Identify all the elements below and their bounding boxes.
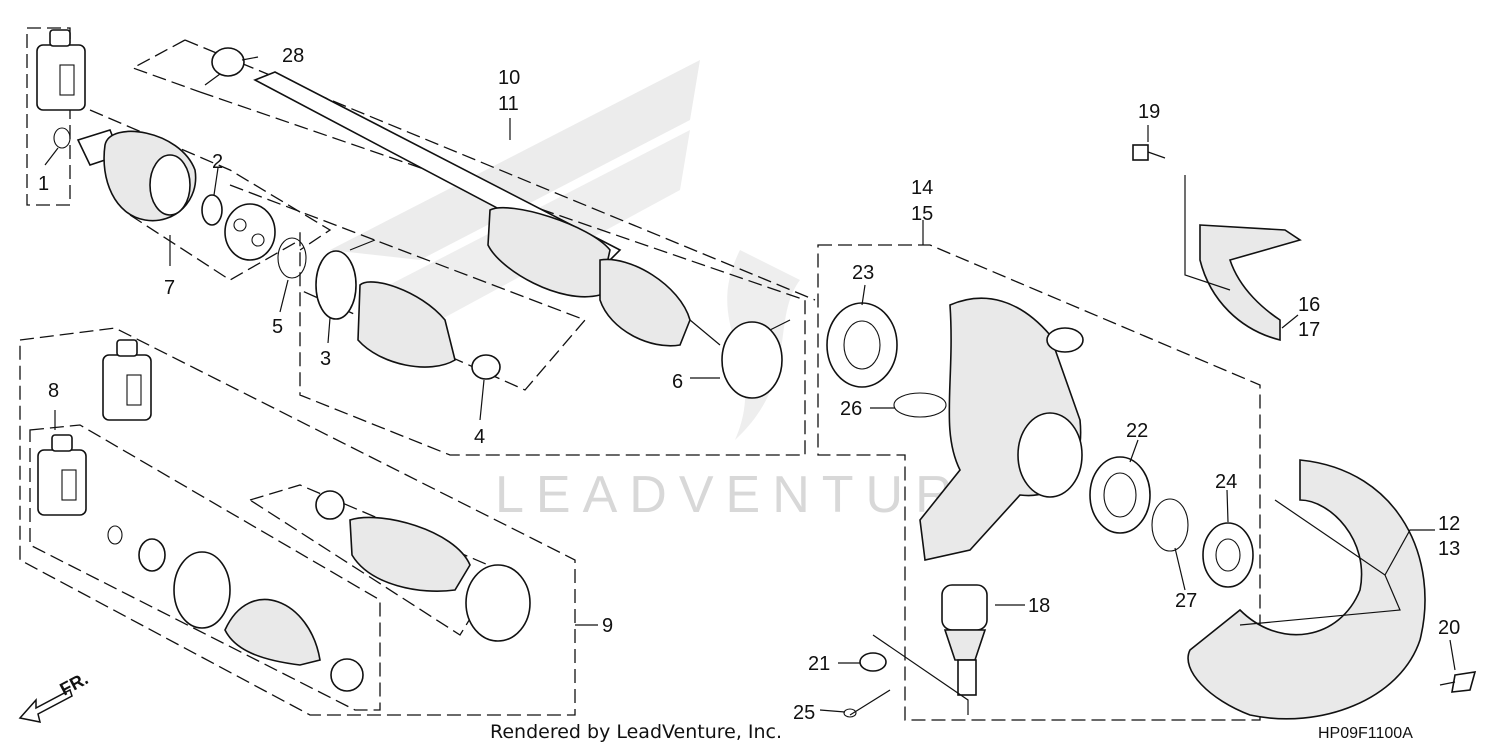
part-oil-bottle-low — [37, 434, 87, 516]
callout-13: 13 — [1438, 538, 1460, 560]
part-clip-27 — [1151, 498, 1189, 552]
leader-lines — [44, 56, 1456, 715]
part-band-4 — [471, 354, 501, 380]
part-shaft-10 — [253, 71, 721, 347]
part-band-6 — [721, 319, 791, 399]
callout-26: 26 — [840, 398, 862, 420]
part-disc-cover-12 — [1187, 459, 1426, 720]
callout-5: 5 — [272, 316, 283, 338]
part-clip-28 — [204, 47, 245, 86]
callout-7: 7 — [164, 277, 175, 299]
part-oil-bottle-mid — [102, 339, 152, 421]
callout-27: 27 — [1175, 590, 1197, 612]
callout-12: 12 — [1438, 513, 1460, 535]
callout-17: 17 — [1298, 319, 1320, 341]
rendered-by-credit: Rendered by LeadVenture, Inc. — [490, 721, 782, 743]
callout-10: 10 — [498, 67, 520, 89]
callout-21: 21 — [808, 653, 830, 675]
callout-6: 6 — [672, 371, 683, 393]
part-clip-26 — [893, 392, 947, 418]
part-kit-lower — [107, 490, 531, 692]
callout-9: 9 — [602, 615, 613, 637]
callout-15: 15 — [911, 203, 933, 225]
callout-23: 23 — [852, 262, 874, 284]
callout-2: 2 — [212, 151, 223, 173]
callout-22: 22 — [1126, 420, 1148, 442]
part-bolt-20 — [1439, 671, 1477, 693]
part-bearing-23 — [826, 302, 898, 388]
part-bolt-19 — [1132, 144, 1166, 161]
watermark-text: LEADVENTURE — [495, 466, 1011, 524]
callout-3: 3 — [320, 348, 331, 370]
callout-14: 14 — [911, 177, 933, 199]
callout-4: 4 — [474, 426, 485, 448]
callout-1: 1 — [38, 173, 49, 195]
callout-18: 18 — [1028, 595, 1050, 617]
callout-28: 28 — [282, 45, 304, 67]
part-outer-joint-7 — [76, 129, 197, 222]
callout-25: 25 — [793, 702, 815, 724]
part-cage — [224, 203, 276, 261]
part-pin-25 — [843, 689, 891, 718]
part-nut-21 — [859, 652, 887, 672]
callout-24: 24 — [1215, 471, 1237, 493]
part-oil-bottle-top — [36, 29, 86, 111]
part-guard-16 — [1199, 224, 1302, 342]
arrow-icon — [18, 688, 73, 723]
front-direction-indicator: FR. — [18, 668, 91, 723]
part-circlip-1 — [53, 127, 71, 149]
part-ring-5 — [277, 237, 307, 279]
part-balljoint-18 — [941, 584, 988, 696]
callout-8: 8 — [48, 380, 59, 402]
diagram-code: HP09F1100A — [1318, 725, 1413, 742]
part-bearing-22 — [1089, 456, 1151, 534]
callout-16: 16 — [1298, 294, 1320, 316]
part-band-3 — [315, 239, 376, 320]
callout-19: 19 — [1138, 101, 1160, 123]
part-knuckle-14 — [919, 297, 1084, 561]
part-ring-2 — [201, 194, 223, 226]
callout-11: 11 — [498, 93, 519, 115]
part-seal-24 — [1202, 522, 1254, 588]
part-boot-inner — [357, 281, 456, 368]
callout-labels: 1 2 3 4 5 6 7 8 9 10 11 12 13 14 15 16 1… — [38, 45, 1460, 724]
callout-20: 20 — [1438, 617, 1460, 639]
